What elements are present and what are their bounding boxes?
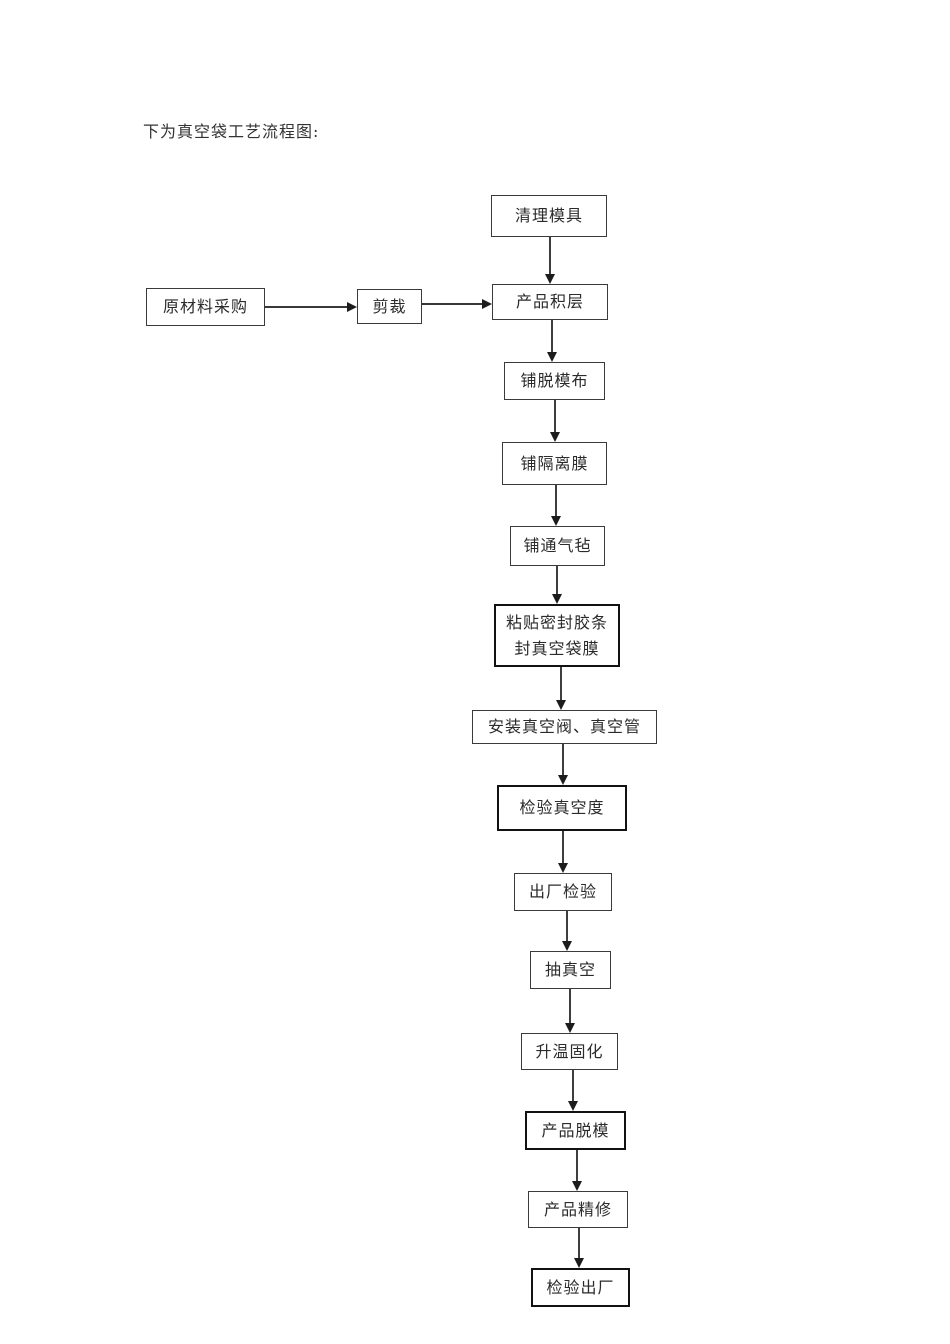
- arrow-layup-to-release-cloth: [547, 320, 557, 362]
- flow-node-release-cloth: 铺脱模布: [504, 362, 605, 400]
- flow-node-cure: 升温固化: [521, 1033, 618, 1070]
- flow-node-demold: 产品脱模: [525, 1111, 626, 1150]
- arrow-breather-felt-to-sealant-tape: [552, 566, 562, 604]
- flow-node-separator-film: 铺隔离膜: [502, 442, 607, 485]
- arrow-separator-film-to-breather-felt: [551, 485, 561, 526]
- arrow-evacuate-to-cure: [565, 989, 575, 1033]
- flow-node-breather-felt: 铺通气毡: [510, 526, 605, 566]
- flow-node-raw-material: 原材料采购: [146, 288, 265, 326]
- arrow-factory-inspection-to-evacuate: [562, 911, 572, 951]
- flow-node-trim: 产品精修: [528, 1191, 628, 1228]
- intro-text: 下为真空袋工艺流程图:: [143, 122, 320, 141]
- arrow-release-cloth-to-separator-film: [550, 400, 560, 442]
- arrow-clean-mold-to-layup: [545, 237, 555, 284]
- flow-node-final-inspection: 检验出厂: [531, 1268, 630, 1307]
- flow-node-cutting: 剪裁: [357, 289, 422, 324]
- flow-node-clean-mold: 清理模具: [491, 195, 607, 237]
- arrow-demold-to-trim: [572, 1150, 582, 1191]
- arrow-sealant-tape-to-install-valve: [556, 667, 566, 710]
- arrow-cure-to-demold: [568, 1070, 578, 1111]
- arrow-cutting-to-layup: [422, 299, 492, 309]
- arrow-install-valve-to-check-vacuum: [558, 744, 568, 785]
- flow-node-evacuate: 抽真空: [530, 951, 611, 989]
- flow-node-check-vacuum: 检验真空度: [497, 785, 627, 831]
- flow-node-install-valve: 安装真空阀、真空管: [472, 710, 657, 744]
- flow-node-factory-inspection: 出厂检验: [514, 873, 612, 911]
- arrow-check-vacuum-to-factory-inspection: [558, 831, 568, 873]
- flow-node-layup: 产品积层: [492, 284, 608, 320]
- flow-node-sealant-tape: 粘贴密封胶条 封真空袋膜: [494, 604, 620, 667]
- arrow-trim-to-final-inspection: [574, 1228, 584, 1268]
- arrow-raw-material-to-cutting: [265, 302, 357, 312]
